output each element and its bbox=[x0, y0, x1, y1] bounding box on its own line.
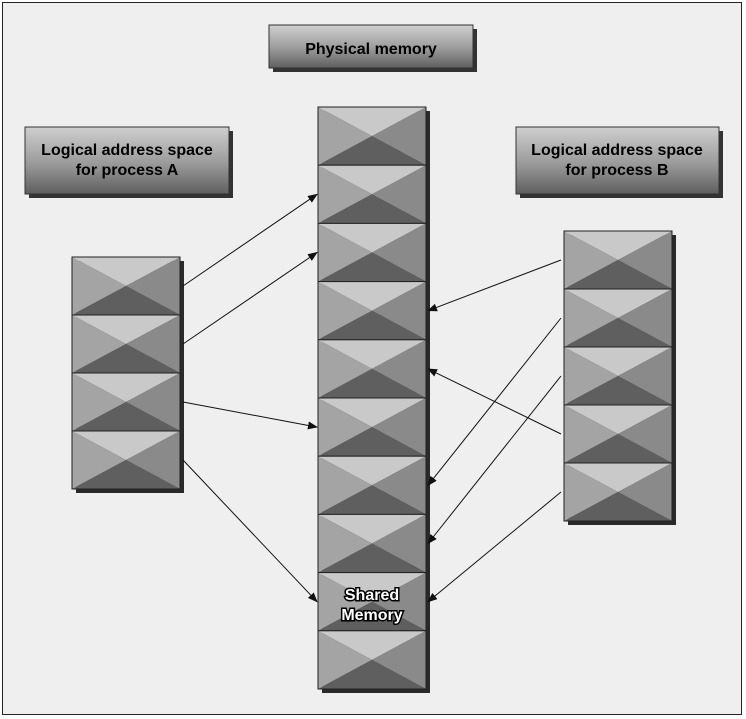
physical-memory-page bbox=[317, 164, 427, 224]
mapping-arrow-b bbox=[427, 368, 562, 435]
mapping-arrow-a bbox=[182, 401, 318, 430]
mapping-arrow-b bbox=[427, 491, 562, 603]
physical-memory-page bbox=[317, 455, 427, 515]
physical-memory-title-box: Physical memory bbox=[268, 24, 477, 72]
physical-memory-page bbox=[317, 572, 427, 632]
process-b-page bbox=[563, 404, 673, 464]
shared-memory-label: Shared Memory bbox=[340, 586, 404, 626]
process-b-page bbox=[563, 462, 673, 522]
mapping-arrow-a bbox=[182, 459, 318, 603]
physical-memory-title: Physical memory bbox=[305, 41, 437, 58]
process-a-page bbox=[71, 314, 181, 374]
page-mapping-arrows bbox=[182, 193, 562, 603]
process-a-page bbox=[71, 430, 181, 490]
process-a-title-line-1: Logical address space bbox=[41, 142, 213, 159]
mapping-arrow-b bbox=[427, 375, 562, 545]
process-a-title-box: Logical address space for process A bbox=[24, 126, 233, 198]
physical-memory-page bbox=[317, 630, 427, 690]
process-b-page bbox=[563, 288, 673, 348]
shared-memory-label-line-2: Memory bbox=[341, 607, 402, 624]
physical-memory-page bbox=[317, 513, 427, 574]
process-a-page-stack bbox=[71, 256, 184, 493]
physical-memory-page bbox=[317, 222, 427, 283]
mapping-arrow-a bbox=[182, 193, 318, 287]
process-b-page-stack bbox=[563, 230, 676, 525]
physical-memory-page bbox=[317, 339, 427, 399]
process-a-page bbox=[71, 372, 181, 432]
process-b-page bbox=[563, 346, 673, 406]
process-a-page bbox=[71, 256, 181, 316]
physical-memory-page bbox=[317, 397, 427, 457]
physical-memory-stack bbox=[317, 106, 430, 693]
shared-memory-label-line-1: Shared bbox=[345, 587, 399, 604]
process-b-title-box: Logical address space for process B bbox=[515, 126, 723, 198]
physical-memory-page bbox=[317, 106, 427, 166]
mapping-arrow-b bbox=[427, 259, 562, 312]
process-b-title-line-2: for process B bbox=[565, 162, 668, 179]
process-a-title-line-2: for process A bbox=[76, 162, 179, 179]
mapping-arrow-a bbox=[182, 251, 318, 345]
process-b-title-line-1: Logical address space bbox=[531, 142, 703, 159]
physical-memory-page bbox=[317, 281, 427, 341]
process-b-page bbox=[563, 230, 673, 290]
